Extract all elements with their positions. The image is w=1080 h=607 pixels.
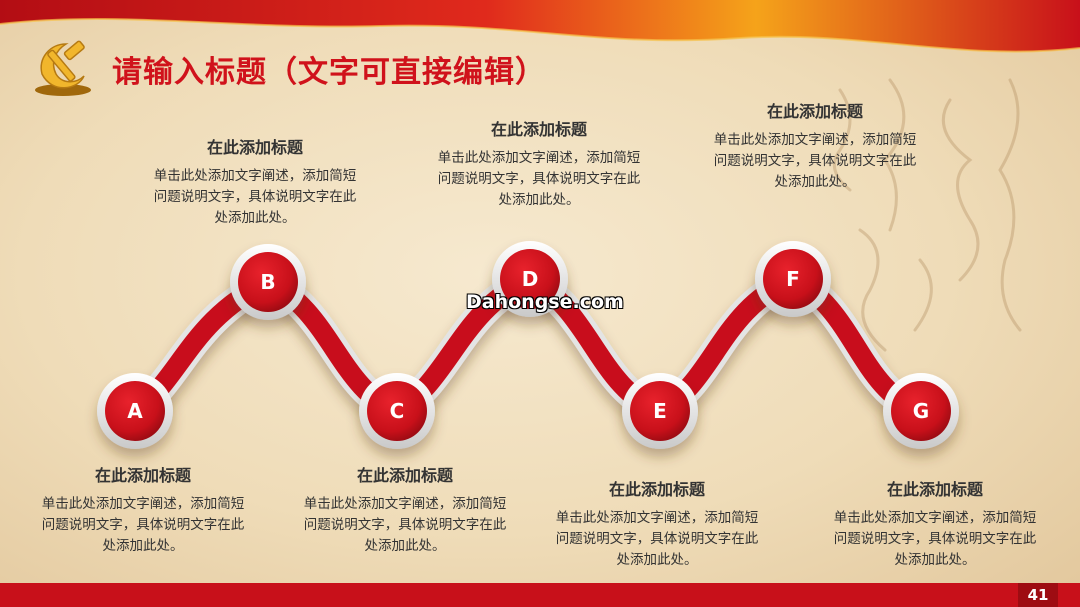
node-b: B xyxy=(230,244,306,320)
node-label-b: B xyxy=(260,270,275,294)
node-a: A xyxy=(97,373,173,449)
text-block-a: 在此添加标题 单击此处添加文字阐述，添加简短问题说明文字，具体说明文字在此处添加… xyxy=(38,462,248,557)
block-title: 在此添加标题 xyxy=(608,480,705,499)
text-block-b: 在此添加标题 单击此处添加文字阐述，添加简短问题说明文字，具体说明文字在此处添加… xyxy=(150,134,360,229)
node-label-c: C xyxy=(390,399,405,423)
block-title: 在此添加标题 xyxy=(886,480,983,499)
page-number: 41 xyxy=(1018,583,1058,607)
node-label-d: D xyxy=(522,267,539,291)
node-f: F xyxy=(755,241,831,317)
block-desc: 单击此处添加文字阐述，添加简短问题说明文字，具体说明文字在此处添加此处。 xyxy=(437,150,641,208)
watermark: Dahongse.com xyxy=(466,291,624,313)
block-desc: 单击此处添加文字阐述，添加简短问题说明文字，具体说明文字在此处添加此处。 xyxy=(153,168,357,226)
red-flag-banner xyxy=(0,0,1080,53)
node-c: C xyxy=(359,373,435,449)
block-title: 在此添加标题 xyxy=(356,466,453,485)
node-label-e: E xyxy=(653,399,667,423)
node-g: G xyxy=(883,373,959,449)
block-desc: 单击此处添加文字阐述，添加简短问题说明文字，具体说明文字在此处添加此处。 xyxy=(713,132,917,190)
block-desc: 单击此处添加文字阐述，添加简短问题说明文字，具体说明文字在此处添加此处。 xyxy=(555,510,759,568)
node-label-a: A xyxy=(127,399,143,423)
text-block-d: 在此添加标题 单击此处添加文字阐述，添加简短问题说明文字，具体说明文字在此处添加… xyxy=(434,116,644,211)
node-label-g: G xyxy=(913,399,929,423)
page-title: 请输入标题（文字可直接编辑） xyxy=(112,55,546,90)
text-block-e: 在此添加标题 单击此处添加文字阐述，添加简短问题说明文字，具体说明文字在此处添加… xyxy=(552,476,762,571)
node-label-f: F xyxy=(786,267,800,291)
text-block-g: 在此添加标题 单击此处添加文字阐述，添加简短问题说明文字，具体说明文字在此处添加… xyxy=(830,476,1040,571)
text-block-c: 在此添加标题 单击此处添加文字阐述，添加简短问题说明文字，具体说明文字在此处添加… xyxy=(300,462,510,557)
node-e: E xyxy=(622,373,698,449)
block-title: 在此添加标题 xyxy=(206,138,303,157)
block-desc: 单击此处添加文字阐述，添加简短问题说明文字，具体说明文字在此处添加此处。 xyxy=(41,496,245,554)
block-title: 在此添加标题 xyxy=(766,102,863,121)
calligraphy-decoration xyxy=(832,78,1022,352)
footer-bar xyxy=(0,583,1080,607)
text-block-f: 在此添加标题 单击此处添加文字阐述，添加简短问题说明文字，具体说明文字在此处添加… xyxy=(710,98,920,193)
block-title: 在此添加标题 xyxy=(490,120,587,139)
block-title: 在此添加标题 xyxy=(94,466,191,485)
block-desc: 单击此处添加文字阐述，添加简短问题说明文字，具体说明文字在此处添加此处。 xyxy=(303,496,507,554)
node-d: D xyxy=(492,241,568,317)
hammer-sickle-icon xyxy=(35,40,91,96)
block-desc: 单击此处添加文字阐述，添加简短问题说明文字，具体说明文字在此处添加此处。 xyxy=(833,510,1037,568)
header: 请输入标题（文字可直接编辑） xyxy=(28,40,546,98)
